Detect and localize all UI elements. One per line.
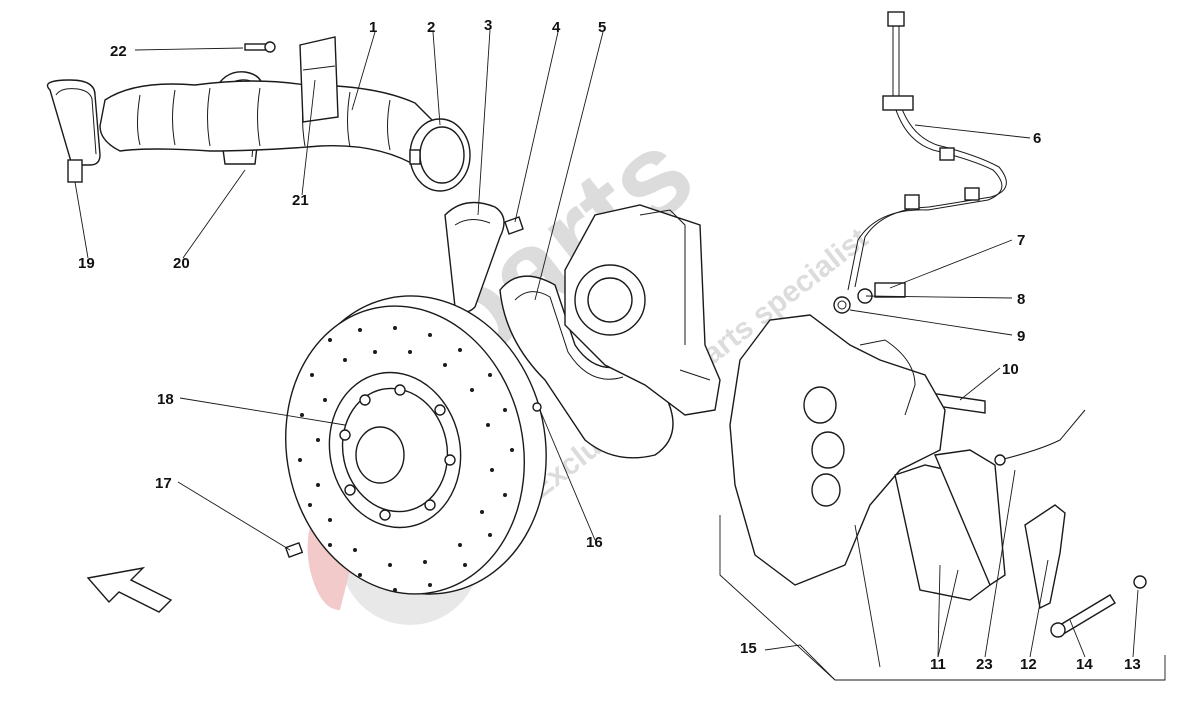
callout-1: 1	[369, 19, 377, 36]
part-15-caliper	[729, 314, 946, 586]
part-4-clip	[504, 216, 524, 235]
callouts: 1 2 3 4 5 6 7 8 9 10 11 12 13 14 15 16 1…	[78, 17, 1141, 673]
part-23-sensor	[994, 409, 1086, 466]
callout-7: 7	[1017, 232, 1025, 249]
callout-14: 14	[1076, 656, 1093, 673]
callout-23: 23	[976, 656, 993, 673]
part-7-banjo	[874, 282, 906, 298]
callout-5: 5	[598, 19, 606, 36]
callout-19: 19	[78, 255, 95, 272]
part-19-clamp	[46, 79, 101, 183]
callout-20: 20	[173, 255, 190, 272]
part-5-shield	[499, 275, 674, 459]
part-11-pads	[894, 449, 1006, 601]
callout-16: 16	[586, 534, 603, 551]
part-22-screw	[244, 41, 276, 53]
callout-4: 4	[552, 19, 561, 36]
callout-10: 10	[1002, 361, 1019, 378]
steering-knuckle	[564, 204, 721, 416]
part-17-bolt	[284, 542, 304, 558]
callout-12: 12	[1020, 656, 1037, 673]
callout-15: 15	[740, 640, 757, 657]
callout-21: 21	[292, 192, 309, 209]
disc-hub-bolts	[339, 384, 456, 521]
callout-22: 22	[110, 43, 127, 60]
disc-holes	[298, 326, 514, 592]
callout-8: 8	[1017, 291, 1025, 308]
callout-9: 9	[1017, 328, 1025, 345]
callout-11: 11	[930, 656, 946, 673]
part-2-collar	[409, 118, 471, 192]
direction-arrow	[86, 566, 173, 613]
part-9-washer	[833, 296, 851, 314]
part-13-nut	[1133, 575, 1147, 589]
callout-18: 18	[157, 391, 174, 408]
callout-3: 3	[484, 17, 492, 34]
part-18-brake-disc	[285, 295, 547, 595]
part-14-pin	[1050, 594, 1116, 638]
part-6-brake-hose	[847, 11, 1007, 291]
part-1-duct	[99, 80, 446, 169]
part-12-spring	[1024, 504, 1066, 610]
callout-6: 6	[1033, 130, 1041, 147]
callout-17: 17	[155, 475, 172, 492]
callout-13: 13	[1124, 656, 1141, 673]
part-16-bolt	[532, 402, 542, 412]
part-21-bracket	[299, 36, 339, 123]
leader-lines	[74, 29, 1139, 668]
bracket-15-tick	[764, 644, 836, 681]
callout-2: 2	[427, 19, 435, 36]
